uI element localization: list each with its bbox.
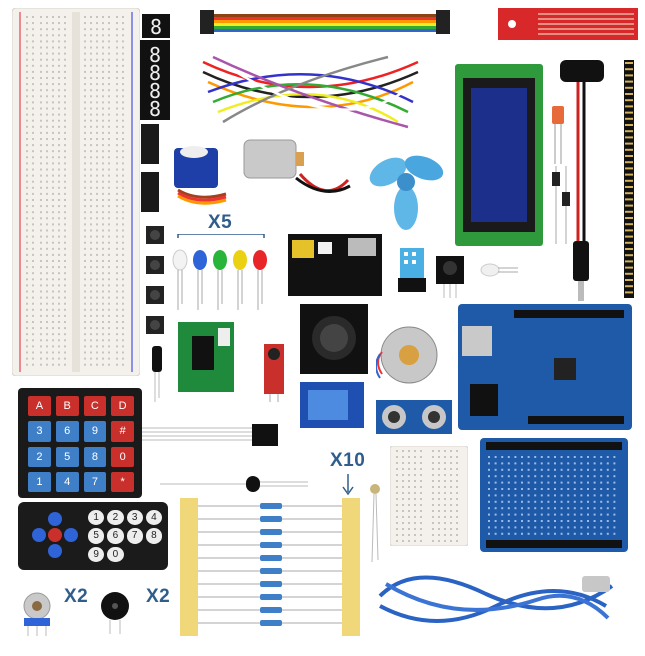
keypad-key: C xyxy=(83,396,107,417)
four-digit-display: 8 8 8 8 xyxy=(140,40,170,120)
remote-digit-button: 0 xyxy=(107,546,124,562)
keypad-key: 2 xyxy=(28,446,51,467)
remote-digit-button: 9 xyxy=(88,546,105,562)
remote-digit-button: 3 xyxy=(126,510,143,526)
arrow-indicator xyxy=(342,474,354,496)
keypad-key: 4 xyxy=(55,471,79,492)
relay-module xyxy=(300,382,364,428)
keypad-key: D xyxy=(111,396,134,417)
potentiometer xyxy=(23,592,51,636)
capacitor-and-diodes xyxy=(552,106,570,244)
dht11-sensor xyxy=(398,248,426,292)
large-breadboard xyxy=(12,8,140,376)
ribbon-cable xyxy=(200,10,450,34)
keypad-key: 6 xyxy=(55,421,79,442)
uln2003-driver-board xyxy=(178,322,234,392)
mini-breadboard xyxy=(390,446,468,546)
svg-text:8: 8 xyxy=(149,43,161,67)
keypad-key: * xyxy=(111,471,134,492)
tilt-switch xyxy=(152,346,162,402)
svg-text:8: 8 xyxy=(149,61,161,85)
jumper-wires xyxy=(202,55,419,129)
ic-chip xyxy=(141,124,159,164)
resistor-strip xyxy=(180,498,360,636)
water-level-sensor xyxy=(498,8,638,40)
pin-header xyxy=(624,60,634,298)
keypad-key: # xyxy=(111,421,134,442)
ultrasonic-sensor xyxy=(376,400,452,434)
remote-digit-button: 1 xyxy=(88,510,105,526)
svg-text:8: 8 xyxy=(149,97,161,120)
remote-digit-button: 8 xyxy=(145,528,162,544)
joystick-module xyxy=(300,304,368,374)
remote-digit-button: 5 xyxy=(88,528,105,544)
remote-digit-button: 6 xyxy=(107,528,124,544)
led-set xyxy=(172,234,267,310)
transistor-and-wire xyxy=(160,476,308,492)
remote-digit-button: 4 xyxy=(145,510,162,526)
ir-led xyxy=(480,263,518,277)
keypad-key: 0 xyxy=(111,446,134,467)
servo-motor xyxy=(174,146,227,205)
resistor-quantity-label: X10 xyxy=(330,450,366,471)
svg-text:8: 8 xyxy=(150,15,162,38)
dc-motor xyxy=(243,139,351,193)
remote-digit-button: 2 xyxy=(107,510,124,526)
single-digit-display: 8 xyxy=(142,14,170,38)
keypad-key: B xyxy=(55,396,79,417)
fan-propeller xyxy=(369,155,444,230)
usb-cable xyxy=(378,575,614,623)
push-buttons xyxy=(146,226,164,334)
buzzer-quantity-label: X2 xyxy=(146,586,171,607)
prototype-shield xyxy=(480,438,628,552)
remote-digit-button: 7 xyxy=(126,528,143,544)
keypad-ribbon-connector xyxy=(142,424,278,446)
buzzer xyxy=(101,592,129,634)
keypad-key: 7 xyxy=(83,471,107,492)
stepper-motor xyxy=(376,326,438,384)
svg-text:8: 8 xyxy=(149,79,161,103)
lcd-1602-module xyxy=(455,64,543,246)
led-quantity-label: X5 xyxy=(208,212,233,233)
keypad-key: 9 xyxy=(83,421,107,442)
arduino-uno-board xyxy=(458,304,632,430)
battery-clip-cable xyxy=(560,60,604,301)
ic-chip xyxy=(141,172,159,212)
breadboard-power-module xyxy=(288,234,382,296)
keypad-key: 5 xyxy=(55,446,79,467)
keypad-key: 3 xyxy=(28,421,51,442)
keypad-key: 8 xyxy=(83,446,107,467)
ir-receiver-module xyxy=(436,256,464,298)
keypad-key: A xyxy=(28,396,51,417)
thermistor xyxy=(370,484,380,563)
potentiometer-quantity-label: X2 xyxy=(64,586,89,607)
sound-sensor xyxy=(264,344,284,402)
keypad-key: 1 xyxy=(28,471,51,492)
